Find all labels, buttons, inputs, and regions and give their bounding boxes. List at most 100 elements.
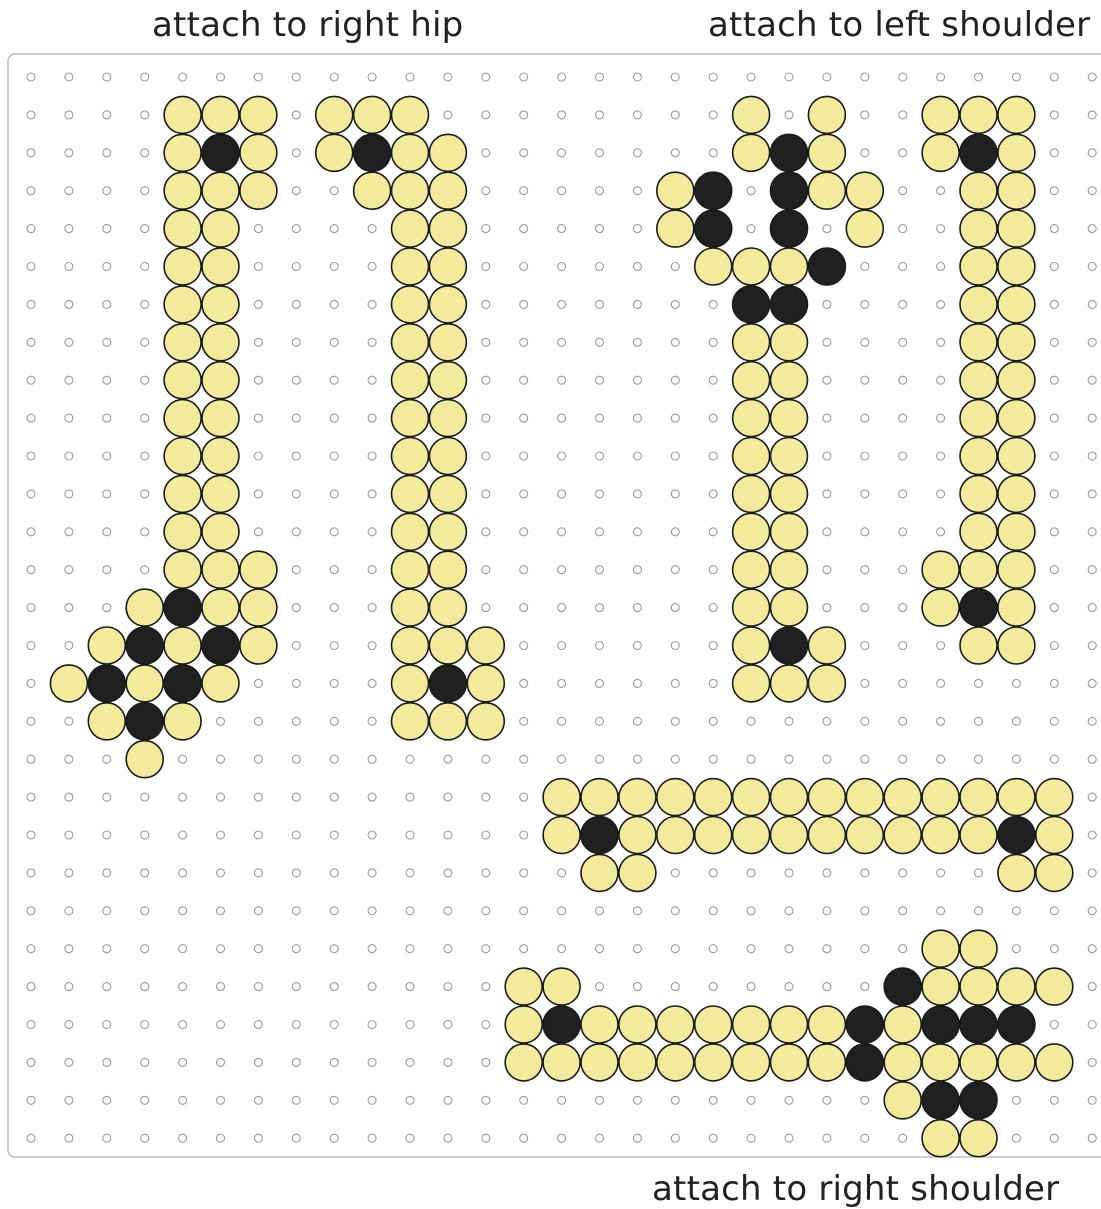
yellow-bead [657, 172, 694, 209]
black-bead [846, 1006, 883, 1043]
yellow-bead [164, 324, 201, 361]
yellow-bead [392, 665, 429, 702]
yellow-bead [240, 134, 277, 171]
yellow-bead [733, 134, 770, 171]
yellow-bead [392, 703, 429, 740]
black-bead [126, 703, 163, 740]
yellow-bead [1036, 779, 1073, 816]
black-bead [922, 1082, 959, 1119]
yellow-bead [733, 513, 770, 550]
yellow-bead [733, 1044, 770, 1081]
yellow-bead [998, 589, 1035, 626]
black-bead [771, 172, 808, 209]
yellow-bead [392, 362, 429, 399]
yellow-bead [392, 589, 429, 626]
yellow-bead [998, 968, 1035, 1005]
yellow-bead [771, 779, 808, 816]
yellow-bead [922, 817, 959, 854]
yellow-bead [960, 968, 997, 1005]
yellow-bead [164, 438, 201, 475]
black-bead [581, 817, 618, 854]
yellow-bead [392, 248, 429, 285]
yellow-bead [960, 930, 997, 967]
yellow-bead [960, 172, 997, 209]
yellow-bead [202, 172, 239, 209]
black-bead [354, 134, 391, 171]
yellow-bead [960, 96, 997, 133]
yellow-bead [619, 1006, 656, 1043]
black-bead [88, 665, 125, 702]
yellow-bead [733, 438, 770, 475]
yellow-bead [695, 1044, 732, 1081]
yellow-bead [164, 210, 201, 247]
yellow-bead [1036, 968, 1073, 1005]
yellow-bead [202, 286, 239, 323]
yellow-bead [543, 968, 580, 1005]
yellow-bead [922, 589, 959, 626]
yellow-bead [202, 324, 239, 361]
yellow-bead [581, 779, 618, 816]
yellow-bead [922, 779, 959, 816]
yellow-bead [164, 513, 201, 550]
yellow-bead [808, 134, 845, 171]
yellow-bead [771, 589, 808, 626]
yellow-bead [467, 665, 504, 702]
yellow-bead [960, 286, 997, 323]
black-bead [884, 968, 921, 1005]
yellow-bead [164, 400, 201, 437]
yellow-bead [429, 286, 466, 323]
yellow-bead [240, 172, 277, 209]
yellow-bead [695, 779, 732, 816]
yellow-bead [164, 172, 201, 209]
yellow-bead [543, 1044, 580, 1081]
yellow-bead [922, 1044, 959, 1081]
yellow-bead [392, 96, 429, 133]
yellow-bead [998, 134, 1035, 171]
yellow-bead [354, 172, 391, 209]
yellow-bead [998, 248, 1035, 285]
yellow-bead [960, 400, 997, 437]
black-bead [126, 627, 163, 664]
yellow-bead [733, 665, 770, 702]
black-bead [202, 627, 239, 664]
yellow-bead [392, 438, 429, 475]
yellow-bead [429, 210, 466, 247]
yellow-bead [733, 817, 770, 854]
yellow-bead [998, 1044, 1035, 1081]
yellow-bead [771, 1006, 808, 1043]
yellow-bead [771, 551, 808, 588]
yellow-bead [240, 627, 277, 664]
black-bead [771, 134, 808, 171]
black-bead [202, 134, 239, 171]
yellow-bead [657, 817, 694, 854]
yellow-bead [733, 362, 770, 399]
yellow-bead [884, 1006, 921, 1043]
yellow-bead [429, 438, 466, 475]
yellow-bead [429, 248, 466, 285]
yellow-bead [998, 286, 1035, 323]
yellow-bead [429, 589, 466, 626]
yellow-bead [392, 627, 429, 664]
yellow-bead [240, 551, 277, 588]
yellow-bead [202, 400, 239, 437]
yellow-bead [543, 817, 580, 854]
yellow-bead [808, 627, 845, 664]
yellow-bead [960, 324, 997, 361]
yellow-bead [164, 627, 201, 664]
yellow-bead [467, 627, 504, 664]
yellow-bead [657, 210, 694, 247]
yellow-bead [202, 665, 239, 702]
black-bead [771, 210, 808, 247]
yellow-bead [733, 324, 770, 361]
yellow-bead [695, 817, 732, 854]
yellow-bead [164, 703, 201, 740]
yellow-bead [429, 172, 466, 209]
yellow-bead [429, 475, 466, 512]
yellow-bead [505, 1006, 542, 1043]
yellow-bead [771, 665, 808, 702]
yellow-bead [164, 475, 201, 512]
yellow-bead [960, 1044, 997, 1081]
black-bead [808, 248, 845, 285]
yellow-bead [126, 589, 163, 626]
yellow-bead [695, 1006, 732, 1043]
